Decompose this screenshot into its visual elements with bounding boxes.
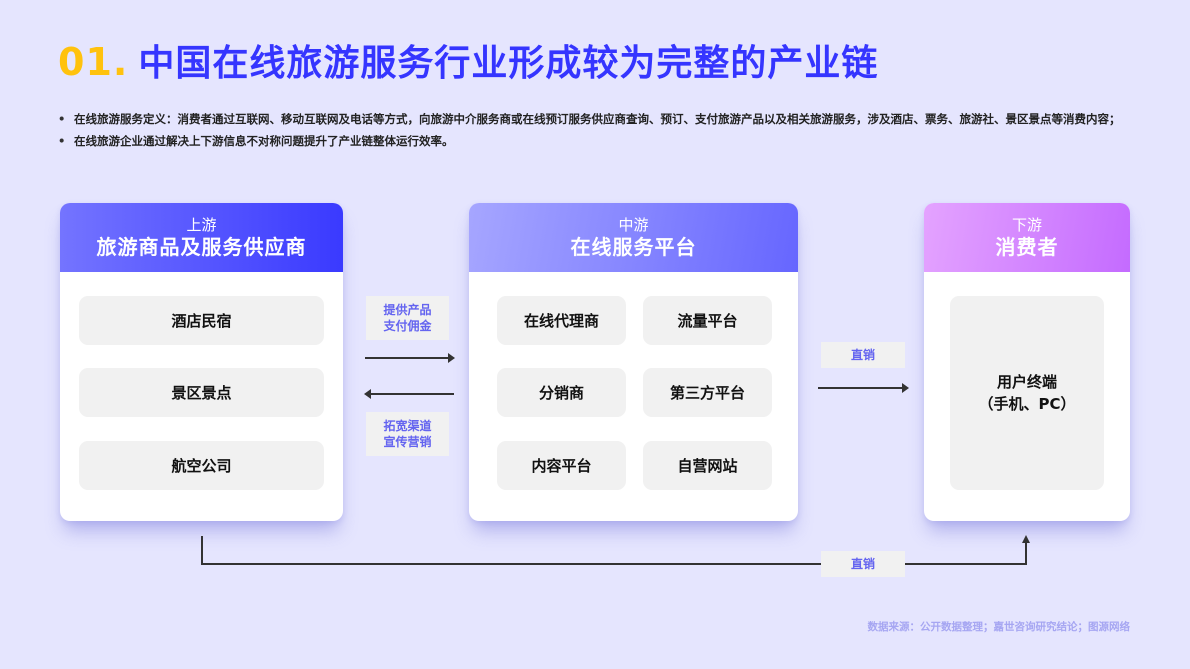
- flow-label-line: 直销: [850, 348, 875, 362]
- connector-line: [201, 536, 203, 565]
- upstream-title: 旅游商品及服务供应商: [96, 234, 307, 259]
- data-source-note: 数据来源：公开数据整理；嘉世咨询研究结论；图源网络: [867, 621, 1131, 633]
- upstream-item-airline: 航空公司: [79, 441, 324, 490]
- midstream-item-traffic: 流量平台: [643, 296, 772, 345]
- connector-line: [1025, 540, 1027, 565]
- user-terminal-devices: （手机、PC）: [978, 395, 1076, 413]
- page-title: 01 . 中国在线旅游服务行业形成较为完整的产业链: [58, 34, 878, 86]
- flow-label-line: 宣传营销: [383, 435, 432, 449]
- user-terminal-label: 用户终端: [996, 373, 1057, 391]
- downstream-item-user-terminal: 用户终端 （手机、PC）: [950, 296, 1104, 490]
- upstream-item-hotel: 酒店民宿: [79, 296, 324, 345]
- midstream-item-own-site: 自营网站: [643, 441, 772, 490]
- flow-label-provide-products: 提供产品 支付佣金: [366, 296, 449, 340]
- downstream-sub-label: 下游: [1011, 215, 1042, 234]
- upstream-sub-label: 上游: [186, 215, 217, 234]
- midstream-header: 中游 在线服务平台: [469, 203, 798, 272]
- midstream-item-content: 内容平台: [497, 441, 626, 490]
- midstream-item-third-party: 第三方平台: [643, 368, 772, 417]
- bullet-definition: 在线旅游服务定义：消费者通过互联网、移动互联网及电话等方式，向旅游中介服务商或在…: [58, 108, 1138, 130]
- arrow-right-icon: [818, 383, 909, 393]
- flow-label-line: 支付佣金: [383, 319, 432, 333]
- connector-line: [201, 563, 1027, 565]
- midstream-title: 在线服务平台: [570, 234, 697, 259]
- downstream-header: 下游 消费者: [924, 203, 1130, 272]
- upstream-header: 上游 旅游商品及服务供应商: [60, 203, 343, 272]
- midstream-item-distributor: 分销商: [497, 368, 626, 417]
- arrow-right-icon: [365, 353, 455, 363]
- arrow-left-icon: [364, 389, 454, 399]
- flow-label-line: 直销: [850, 557, 875, 571]
- upstream-item-scenic: 景区景点: [79, 368, 324, 417]
- title-dot: .: [112, 40, 129, 84]
- title-number: 01: [58, 40, 113, 84]
- title-text: 中国在线旅游服务行业形成较为完整的产业链: [138, 43, 879, 84]
- bullet-list: 在线旅游服务定义：消费者通过互联网、移动互联网及电话等方式，向旅游中介服务商或在…: [58, 108, 1138, 152]
- downstream-title: 消费者: [995, 234, 1059, 259]
- flow-label-expand-channels: 拓宽渠道 宣传营销: [366, 412, 449, 456]
- flow-label-line: 拓宽渠道: [383, 419, 432, 433]
- bullet-efficiency: 在线旅游企业通过解决上下游信息不对称问题提升了产业链整体运行效率。: [58, 130, 1138, 152]
- midstream-item-ota: 在线代理商: [497, 296, 626, 345]
- flow-label-direct-sales: 直销: [821, 342, 905, 368]
- flow-label-line: 提供产品: [383, 303, 432, 317]
- arrow-up-icon: [1022, 535, 1030, 543]
- flow-label-direct-sales-bottom: 直销: [821, 551, 905, 577]
- midstream-sub-label: 中游: [618, 215, 649, 234]
